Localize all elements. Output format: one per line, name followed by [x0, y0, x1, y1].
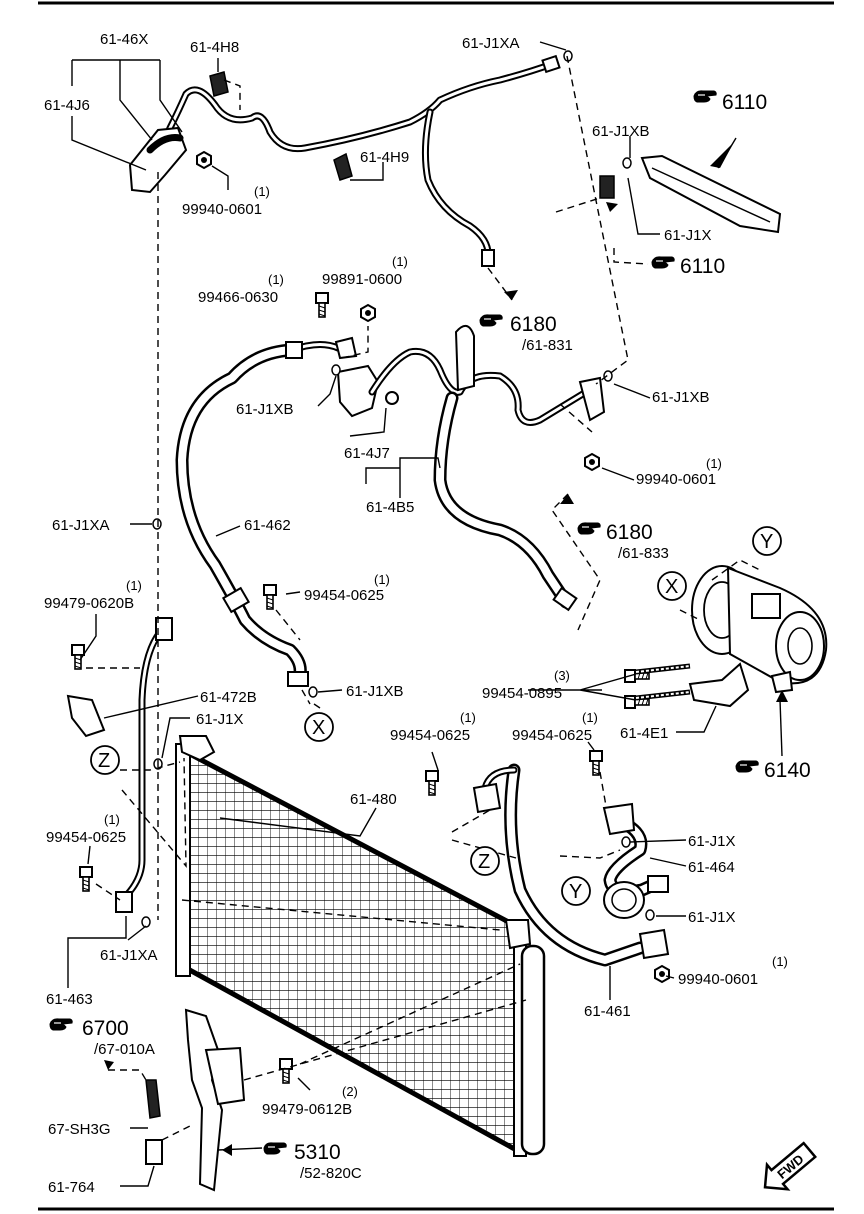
qty-99466-0630: (1) [268, 272, 284, 287]
circle-markers: X X Y Y Z Z [90, 526, 782, 906]
duct-6110 [599, 154, 782, 234]
label-99479-0620b: 99479-0620B [44, 595, 134, 612]
label-61-462: 61-462 [244, 517, 291, 534]
ref-6180-b: 6180 [606, 521, 653, 544]
label-61-j1x-r1: 61-J1X [688, 833, 736, 850]
label-61-j1xb-mid: 61-J1XB [236, 401, 294, 418]
hand-pointer-icon [735, 760, 759, 773]
hand-pointer-icon [263, 1142, 287, 1155]
qty-99454-0625-c: (1) [582, 710, 598, 725]
hose-61-462 [175, 341, 342, 687]
hand-pointer-icon [651, 256, 675, 269]
label-61-472b: 61-472B [200, 689, 257, 706]
part-labels: 61-46X 61-4H8 61-J1XA 61-4J6 61-4H9 (1) … [44, 31, 788, 1196]
label-61-4h9: 61-4H9 [360, 149, 409, 166]
hand-pointer-icon [479, 314, 503, 327]
marker-z-1: Z [98, 750, 110, 772]
clip-61-4h8 [209, 71, 229, 97]
label-61-4j7: 61-4J7 [344, 445, 390, 462]
hose-61-461 [472, 763, 670, 967]
label-61-4h8: 61-4H8 [190, 39, 239, 56]
label-99454-0625-d: 99454-0625 [46, 829, 126, 846]
label-61-461: 61-461 [584, 1003, 631, 1020]
label-99454-0895: 99454-0895 [482, 685, 562, 702]
qty-99479-0620b: (1) [126, 578, 142, 593]
ref-6140: 6140 [764, 759, 811, 782]
label-61-j1xb-top: 61-J1XB [592, 123, 650, 140]
label-61-4e1: 61-4E1 [620, 725, 668, 742]
bracket-5310 [184, 1008, 246, 1192]
label-99454-0625-b: 99454-0625 [390, 727, 470, 744]
qty-99454-0625-a: (1) [374, 572, 390, 587]
qty-99454-0625-b: (1) [460, 710, 476, 725]
hand-pointer-icon [693, 90, 717, 103]
marker-x-2: X [665, 576, 678, 598]
label-99454-0625-c: 99454-0625 [512, 727, 592, 744]
qty-99891-0600: (1) [392, 254, 408, 269]
ref-6180-a-sub: /61-831 [522, 337, 573, 354]
marker-z-2: Z [478, 851, 490, 873]
pipe-61-46x [128, 54, 561, 267]
ref-6110-b: 6110 [680, 255, 725, 278]
qty-99479-0612b: (2) [342, 1084, 358, 1099]
label-61-764: 61-764 [48, 1179, 95, 1196]
bracket-61-4e1 [688, 662, 750, 708]
compressor [691, 565, 828, 694]
ref-6110-a: 6110 [722, 91, 767, 114]
marker-x-1: X [312, 717, 325, 739]
label-99940-0601-a: 99940-0601 [182, 201, 262, 218]
label-61-j1xb-right: 61-J1XB [652, 389, 710, 406]
label-61-j1x-r2: 61-J1X [688, 909, 736, 926]
label-61-j1x-top: 61-J1X [664, 227, 712, 244]
hand-pointer-icon [49, 1018, 73, 1031]
hand-pointer-icon [577, 522, 601, 535]
ref-6700-sub: /67-010A [94, 1041, 155, 1058]
label-61-j1xa-low: 61-J1XA [100, 947, 158, 964]
ref-6180-b-sub: /61-833 [618, 545, 669, 562]
label-61-4b5: 61-4B5 [366, 499, 414, 516]
marker-y-2: Y [569, 881, 582, 903]
ref-5310-sub: /52-820C [300, 1165, 362, 1182]
ref-6180-a: 6180 [510, 313, 557, 336]
qty-99454-0625-d: (1) [104, 812, 120, 827]
label-61-j1xa-top: 61-J1XA [462, 35, 520, 52]
label-61-480: 61-480 [350, 791, 397, 808]
label-99454-0625-a: 99454-0625 [304, 587, 384, 604]
pipe-61-472b [66, 617, 173, 913]
condenser-61-480 [175, 735, 546, 1157]
label-61-4j6: 61-4J6 [44, 97, 90, 114]
label-61-463: 61-463 [46, 991, 93, 1008]
label-99479-0612b: 99479-0612B [262, 1101, 352, 1118]
label-61-46x: 61-46X [100, 31, 148, 48]
hose-61-4b5 [368, 325, 606, 612]
label-99940-0601-c: 99940-0601 [678, 971, 758, 988]
fasteners [71, 151, 691, 1084]
ref-6700: 6700 [82, 1017, 129, 1040]
dashed-guides [86, 55, 761, 1141]
label-61-464: 61-464 [688, 859, 735, 876]
qty-99940-0601-b: (1) [706, 456, 722, 471]
qty-99940-0601-a: (1) [254, 184, 270, 199]
qty-99454-0895: (3) [554, 668, 570, 683]
ref-5310: 5310 [294, 1141, 341, 1164]
arrows [104, 142, 788, 1156]
label-99891-0600: 99891-0600 [322, 271, 402, 288]
label-99940-0601-b: 99940-0601 [636, 471, 716, 488]
leader-lines [67, 41, 783, 1187]
hose-61-464 [602, 802, 669, 919]
label-61-j1xa-left: 61-J1XA [52, 517, 110, 534]
label-67-sh3g: 67-SH3G [48, 1121, 111, 1138]
block-61-4j7 [334, 336, 399, 418]
fwd-arrow-icon: FWD [763, 1141, 817, 1191]
qty-99940-0601-c: (1) [772, 954, 788, 969]
label-61-j1x-left: 61-J1X [196, 711, 244, 728]
sensor-67-sh3g [145, 1079, 163, 1165]
reference-callouts: 6110 6110 6180 /61-831 6180 /61-833 6140… [49, 90, 811, 1182]
clip-61-4h9 [333, 152, 353, 181]
label-99466-0630: 99466-0630 [198, 289, 278, 306]
marker-y-1: Y [760, 531, 773, 553]
label-61-j1xb-low: 61-J1XB [346, 683, 404, 700]
